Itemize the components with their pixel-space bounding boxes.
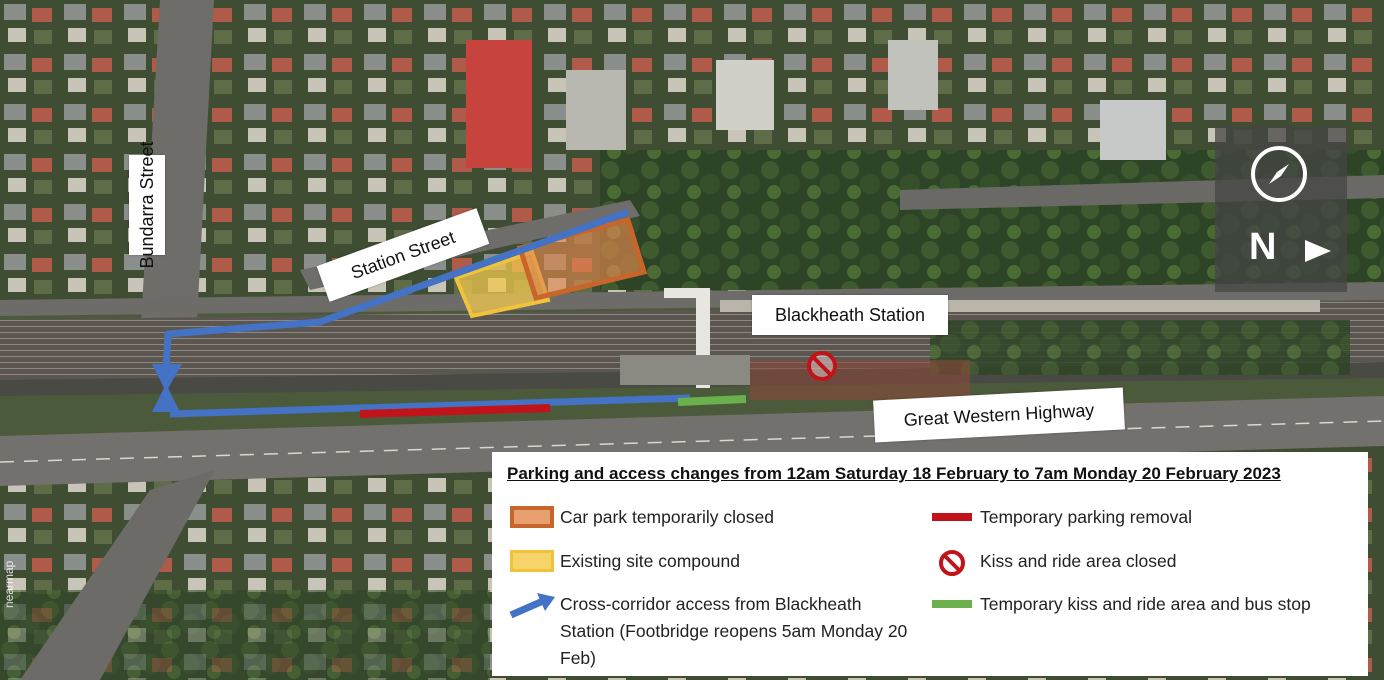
legend-item-temp-kiss-ride: Temporary kiss and ride area and bus sto…: [924, 591, 1364, 618]
legend-item-kiss-ride-closed: Kiss and ride area closed: [924, 548, 1364, 578]
yellow-rectangle-icon: [510, 550, 554, 572]
orange-rectangle-icon: [510, 506, 554, 528]
compass-widget[interactable]: N: [1215, 126, 1347, 292]
legend-panel: Parking and access changes from 12am Sat…: [492, 452, 1368, 676]
legend-title: Parking and access changes from 12am Sat…: [507, 464, 1281, 483]
parking-removal-line: [359, 404, 551, 418]
north-arrow-icon: [1305, 240, 1331, 262]
compass-icon: [1251, 146, 1307, 202]
street-label-text: Great Western Highway: [903, 399, 1095, 430]
watermark: nearmap: [2, 560, 16, 608]
kiss-and-ride-line: [677, 395, 747, 406]
access-route-upper: [162, 208, 630, 371]
legend-item-label: Temporary parking removal: [980, 507, 1193, 527]
legend-item-label: Temporary kiss and ride area and bus sto…: [980, 594, 1311, 614]
no-entry-icon: [939, 550, 965, 576]
access-arrow-head-upper: [152, 364, 182, 392]
blue-arrow-icon: [509, 593, 555, 619]
north-label: N: [1249, 226, 1277, 268]
legend-item-parking-removal: Temporary parking removal: [924, 504, 1364, 531]
legend-item-label: Kiss and ride area closed: [980, 551, 1177, 571]
access-arrow-head-lower: [152, 384, 180, 412]
red-line-icon: [932, 513, 972, 521]
compass-needle-icon: [1269, 164, 1289, 184]
label-blackheath-station: Blackheath Station: [752, 295, 948, 335]
street-label-bundarra: Bundarra Street: [129, 141, 165, 269]
legend-item-site-compound: Existing site compound: [504, 548, 904, 575]
station-label-text: Blackheath Station: [774, 304, 926, 325]
closed-car-park-area: [516, 216, 648, 301]
access-route-lower: [169, 394, 691, 418]
green-line-icon: [932, 600, 972, 608]
legend-item-label: Car park temporarily closed: [560, 507, 774, 527]
legend-item-label: Cross-corridor access from Blackheath St…: [560, 594, 908, 668]
legend-item-cross-corridor: Cross-corridor access from Blackheath St…: [504, 591, 924, 672]
legend-item-car-park-closed: Car park temporarily closed: [504, 504, 904, 531]
street-label-text: Bundarra Street: [136, 141, 157, 269]
no-entry-icon: [807, 351, 837, 381]
legend-item-label: Existing site compound: [560, 551, 740, 571]
